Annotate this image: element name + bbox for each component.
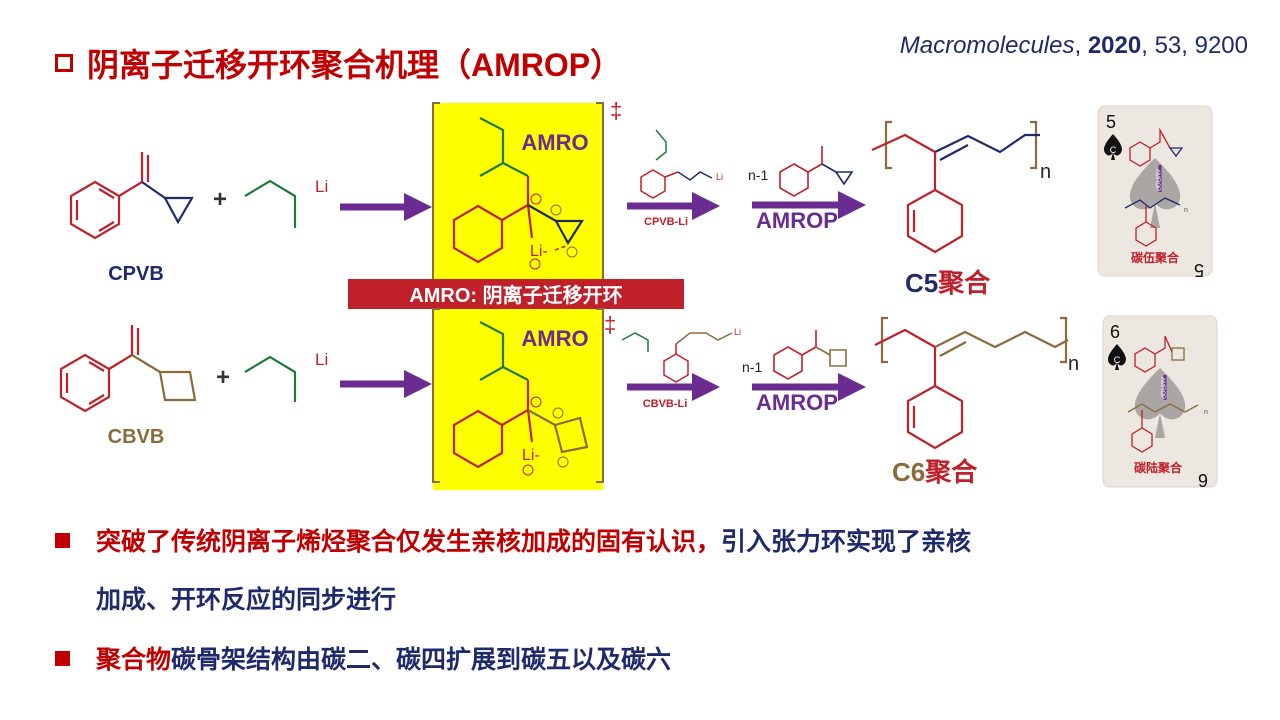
cbvb-label: CBVB [108,426,165,448]
c5-suffix: 聚合 [937,268,991,298]
amro-banner [348,279,684,309]
c5-polymer [871,120,1040,254]
card-suit-letter: C [1110,145,1117,155]
card-n: n [1184,207,1188,214]
card-rank-inverted: 6 [1198,470,1208,490]
reference-citation: Macromolecules, 2020, 53, 9200 [899,32,1248,59]
li-minus-label: Li- [522,447,540,464]
cbvb-small [773,330,847,380]
page: 9200 [1194,32,1248,59]
plus-sign: + [216,364,230,391]
card-arrow-label: AMROP [1159,377,1165,399]
subscript-n: n [1040,161,1051,183]
cpvb-li-label: CPVB-Li [644,216,688,228]
c6-polymer-label: C6聚合 [892,457,978,487]
amro-label: AMRO [521,130,588,155]
transition-state-box-1 [432,102,604,294]
cbvb-li-label: CBVB-Li [643,398,688,410]
sec-butyllithium [244,355,297,402]
card-n: n [1204,409,1208,416]
cpvb-small [779,146,854,197]
spade-icon [1104,134,1122,160]
card-caption: 碳陆聚合 [1134,460,1183,475]
cpvb-li-intermediate [640,129,713,199]
bullet-square-icon [55,651,70,666]
bullet-2: 聚合物碳骨架结构由碳二、碳四扩展到碳五以及碳六 [55,640,671,676]
spade-watermark-icon [1129,158,1181,228]
cpvb-label: CPVB [108,263,164,285]
amrop-label: AMROP [756,390,838,415]
card-arrow-label: AMROP [1154,169,1160,191]
n-minus-1: n-1 [748,167,768,183]
intermediate-li: Li [734,327,741,337]
sec-butyllithium [244,179,297,228]
n-minus-1: n-1 [742,359,762,375]
amrop-label: AMROP [756,208,838,233]
cbvb-li-intermediate [621,332,733,383]
bullet-1-rest: 引入张力环实现了亲核 [721,528,972,556]
card-rank: 5 [1106,112,1116,132]
double-dagger: ‡ [604,312,616,337]
bullet-square-icon [55,533,70,548]
spade-icon [1108,344,1126,370]
intermediate-li: Li [716,172,723,182]
c5-prefix: C5 [905,268,938,298]
card-suit-letter: C [1114,355,1121,365]
checkbox-square-icon [55,54,73,72]
li-label: Li [315,177,328,196]
bullet-1: 突破了传统阴离子烯烃聚合仅发生亲核加成的固有认识，引入张力环实现了亲核 [55,522,971,558]
li-minus-label: Li- [530,243,548,260]
playing-card-c6: 6 C AMROP n 碳陆聚合 6 [1102,315,1218,490]
c5-polymer-label: C5聚合 [905,268,991,298]
spade-watermark-icon [1134,368,1186,438]
bullet-2-rest: 碳骨架结构由碳二、碳四扩展到碳五以及碳六 [171,646,672,674]
bullet-2-highlight: 聚合物 [96,646,172,674]
c6-prefix: C6 [892,457,925,487]
cbvb-monomer [59,325,197,413]
bullet-1-continuation: 加成、开环反应的同步进行 [96,586,397,614]
card-rank-inverted: 5 [1194,260,1204,280]
plus-sign: + [213,186,227,213]
c6-suffix: 聚合 [924,457,978,487]
double-dagger: ‡ [610,98,622,123]
year: 2020 [1087,32,1142,59]
journal: Macromolecules [899,32,1075,59]
bullet-1-highlight: 突破了传统阴离子烯烃聚合仅发生亲核加成的固有认识， [96,528,722,556]
cpvb-monomer [69,152,194,240]
playing-card-c5: 5 C AMROP n 碳伍聚合 5 [1097,105,1213,280]
amro-banner-text: AMRO: 阴离子迁移开环 [409,283,622,307]
li-label: Li [315,350,328,369]
slide-title: 阴离子迁移开环聚合机理（AMROP） [55,40,622,86]
card-caption: 碳伍聚合 [1131,250,1180,265]
volume: 53 [1154,32,1182,59]
transition-state-box-2 [432,308,604,490]
amro-label: AMRO [521,326,588,351]
card-rank: 6 [1110,322,1120,342]
c6-polymer [874,316,1069,450]
subscript-n: n [1068,353,1079,375]
title-text: 阴离子迁移开环聚合机理（AMROP） [87,47,623,83]
